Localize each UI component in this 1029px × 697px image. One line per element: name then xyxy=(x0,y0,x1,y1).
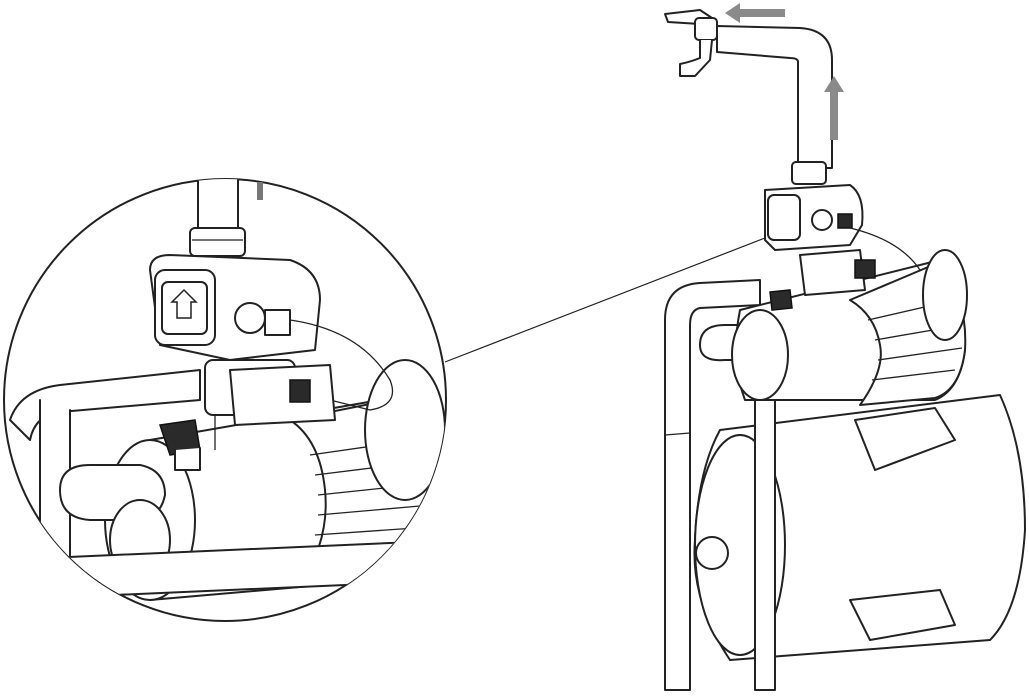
flow-up-arrow-icon xyxy=(824,76,844,140)
pump-unit xyxy=(664,161,1026,691)
flow-up-arrow-icon xyxy=(170,288,198,319)
magnified-detail xyxy=(3,178,447,622)
detail-leader-line xyxy=(444,237,766,363)
faucet xyxy=(664,9,833,169)
flow-left-arrow-icon xyxy=(725,3,785,23)
